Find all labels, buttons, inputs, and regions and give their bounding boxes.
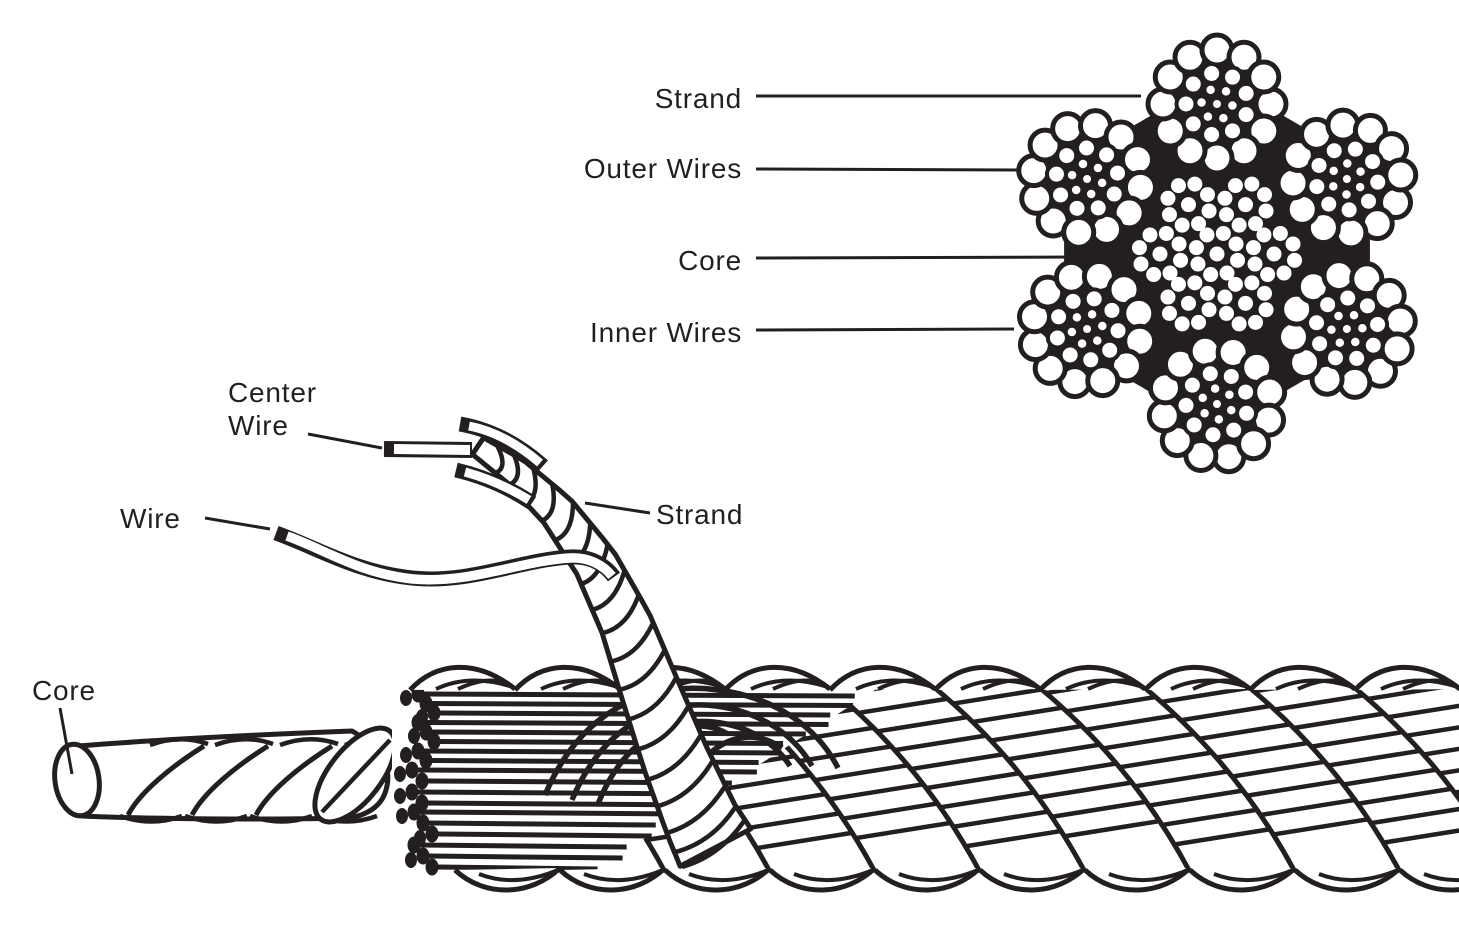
core-cross-section-leader-line xyxy=(755,255,1086,260)
wire-end-dot xyxy=(400,690,412,706)
wire-end-dot xyxy=(425,825,439,843)
label-core-cross-section: Core xyxy=(678,245,742,276)
wire-end-dot xyxy=(427,733,441,750)
wire-end-dot xyxy=(405,852,417,868)
wire-end-dot xyxy=(394,766,406,782)
strand-side-leader-line xyxy=(584,501,651,515)
wire-end-dot xyxy=(416,847,430,865)
lifted-strand xyxy=(469,435,754,870)
wire-end-dot xyxy=(405,783,419,801)
inner-wires-leader-line xyxy=(755,327,1015,332)
wire-end-dot xyxy=(407,836,421,854)
rope-cross-section xyxy=(1016,32,1419,475)
wire-end-dot xyxy=(407,803,421,821)
wire-end-dot xyxy=(408,728,420,744)
label-outer-wires: Outer Wires xyxy=(583,153,742,184)
wire-end-dot xyxy=(400,747,412,763)
outer-wires-leader-line xyxy=(755,167,1019,172)
wire-end-dot xyxy=(396,808,408,824)
wire-leader-line xyxy=(204,516,271,531)
wire-end-dot xyxy=(419,752,433,769)
core-end-face xyxy=(52,741,102,819)
core-side-leader-line xyxy=(58,707,74,775)
loose-wire xyxy=(273,525,621,587)
label-strand-side-view: Strand xyxy=(656,499,744,530)
leader-lines xyxy=(58,94,1141,775)
wire-end-dot xyxy=(405,761,419,779)
fiber-core xyxy=(52,725,404,825)
label-inner-wires: Inner Wires xyxy=(590,317,742,348)
rope-side-view xyxy=(52,416,1459,893)
wire-end-dot xyxy=(427,704,441,722)
label-center-wire: Center Wire xyxy=(228,377,317,441)
wire-end-dot xyxy=(425,858,439,876)
label-wire: Wire xyxy=(120,503,181,534)
label-strand-cross-section: Strand xyxy=(654,83,742,114)
center-wires xyxy=(383,416,548,510)
center-wire-leader-line xyxy=(307,432,383,450)
wire-end-dot xyxy=(415,772,429,790)
wire-end-dot xyxy=(416,814,430,832)
wire-end-dot xyxy=(394,788,406,804)
label-core-side-view: Core xyxy=(32,675,96,706)
